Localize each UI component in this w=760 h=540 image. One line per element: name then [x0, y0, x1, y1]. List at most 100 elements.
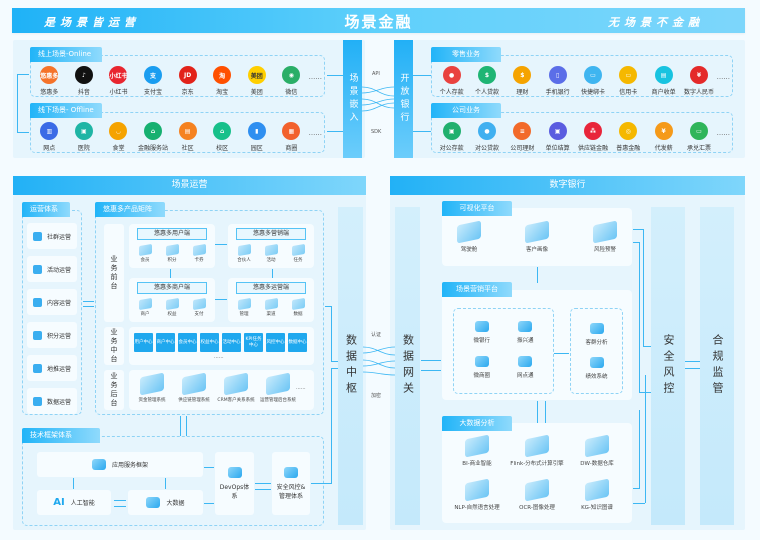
visual-platform-item[interactable]: 驾驶舱: [457, 220, 481, 253]
online-item[interactable]: 小红书小红书: [101, 66, 136, 96]
product-end-item[interactable]: 支付: [189, 297, 209, 317]
ops-item[interactable]: 社群运营: [27, 223, 77, 249]
online-item[interactable]: 美团美团: [239, 66, 274, 96]
network-icon: [146, 497, 161, 508]
retail-item[interactable]: ▭快捷绑卡: [575, 66, 610, 96]
bigdata-tool[interactable]: Flink-分布式计算引擎: [507, 434, 567, 467]
back-office-system[interactable]: 运营管理后台系统: [259, 372, 297, 403]
retail-item[interactable]: ¥数字人民币: [681, 66, 716, 96]
offline-item[interactable]: ▥网点: [32, 122, 67, 152]
bigdata-tool[interactable]: KG-知识图谱: [567, 478, 627, 511]
front-office-label: 业务前台: [104, 224, 124, 322]
retail-item[interactable]: $理财: [505, 66, 540, 96]
corporate-icon: ▣: [548, 122, 567, 140]
product-end-items: 合伙人活动任务: [234, 243, 308, 263]
connector-line: [17, 132, 29, 133]
corporate-item[interactable]: ⁂供应链金融: [575, 122, 610, 152]
ops-item[interactable]: 内容运营: [27, 289, 77, 315]
ops-item[interactable]: 地推运营: [27, 355, 77, 381]
risk-control-column: 安全风控: [651, 207, 685, 525]
retail-item[interactable]: ▭信用卡: [611, 66, 646, 96]
connector-line: [215, 244, 227, 245]
retail-item[interactable]: ▯手机银行: [540, 66, 575, 96]
product-end-item[interactable]: 权益: [162, 297, 182, 317]
back-office-system[interactable]: CRM客户关系系统: [217, 372, 255, 403]
product-end-item[interactable]: 会员: [135, 243, 155, 263]
online-icon: 淘: [213, 66, 232, 84]
marketing-app[interactable]: 微银行: [460, 321, 504, 346]
online-item[interactable]: ♪抖音: [67, 66, 102, 96]
online-item-label: 支付宝: [144, 89, 163, 96]
product-end-item[interactable]: 渠道: [261, 297, 281, 317]
product-end-item[interactable]: 任务: [288, 243, 308, 263]
corporate-item[interactable]: ▣单位结算: [540, 122, 575, 152]
visual-icon: [457, 220, 481, 244]
online-item[interactable]: ◉微信: [274, 66, 309, 96]
middle-office-center[interactable]: 权益中心: [200, 333, 219, 352]
connector-line: [17, 74, 29, 75]
corporate-item[interactable]: ¥代发薪: [646, 122, 681, 152]
marketing-analysis[interactable]: 绩效系统: [571, 356, 622, 380]
visual-item-label: 驾驶舱: [460, 247, 478, 253]
retail-item[interactable]: ●个人存款: [434, 66, 469, 96]
retail-item[interactable]: $个人贷款: [469, 66, 504, 96]
bigdata-tool[interactable]: BI-商业智能: [447, 434, 507, 467]
middle-office-center[interactable]: KPI任务中心: [244, 333, 263, 352]
middle-office-center[interactable]: 活动中心: [222, 333, 241, 352]
back-office-system[interactable]: 资金管理系统: [133, 372, 171, 403]
offline-box: [30, 112, 325, 153]
system-icon: [224, 372, 248, 396]
offline-item[interactable]: ◡食堂: [101, 122, 136, 152]
marketing-analysis[interactable]: 客群分析: [571, 322, 622, 346]
online-item[interactable]: 淘淘宝: [205, 66, 240, 96]
corporate-item-label: 代发薪: [654, 145, 673, 152]
connector-line: [685, 361, 700, 362]
middle-office-center[interactable]: 用户中心: [134, 333, 153, 352]
middle-office-center[interactable]: 数据中心: [288, 333, 307, 352]
offline-item[interactable]: ⌂金融服务站: [136, 122, 171, 152]
ops-item[interactable]: 积分运营: [27, 322, 77, 348]
offline-item[interactable]: ▣医院: [67, 122, 102, 152]
online-item[interactable]: 悠惠多悠惠多: [32, 66, 67, 96]
ops-item[interactable]: 活动运营: [27, 256, 77, 282]
marketing-app[interactable]: 振兴通: [504, 321, 548, 346]
product-end-item[interactable]: 卡券: [189, 243, 209, 263]
offline-item[interactable]: ⌂校区: [205, 122, 240, 152]
ops-icon: [32, 297, 42, 307]
offline-item[interactable]: ▮园区: [239, 122, 274, 152]
ops-icon: [32, 396, 42, 406]
visual-platform-item[interactable]: 客户画像: [525, 220, 549, 253]
middle-office-center[interactable]: 会员中心: [178, 333, 197, 352]
left-slogan: 是场景皆运营: [44, 16, 140, 29]
product-end-item[interactable]: 商户: [135, 297, 155, 317]
offline-item[interactable]: ▦商圈: [274, 122, 309, 152]
middle-office-center[interactable]: 风控中心: [266, 333, 285, 352]
middle-office-center[interactable]: 商户中心: [156, 333, 175, 352]
tool-icon: [585, 478, 609, 502]
corporate-item[interactable]: ≡公司理财: [505, 122, 540, 152]
ops-item[interactable]: 数据运营: [27, 388, 77, 414]
online-item[interactable]: 支支付宝: [136, 66, 171, 96]
product-end-item[interactable]: 管理: [234, 297, 254, 317]
retail-icon: ▯: [548, 66, 567, 84]
bigdata-tool[interactable]: DW-数据仓库: [567, 434, 627, 467]
corporate-item[interactable]: ▣对公存款: [434, 122, 469, 152]
marketing-app[interactable]: 网点通: [504, 356, 548, 381]
offline-item[interactable]: ▤社区: [170, 122, 205, 152]
corporate-item[interactable]: ●对公贷款: [469, 122, 504, 152]
product-end-item[interactable]: 合伙人: [234, 243, 254, 263]
retail-item[interactable]: ▤商户收单: [646, 66, 681, 96]
bigdata-tool[interactable]: OCR-图像处理: [507, 478, 567, 511]
corporate-item-label: 承兑汇票: [686, 145, 711, 152]
product-end-item[interactable]: 活动: [261, 243, 281, 263]
visual-platform-item[interactable]: 风险预警: [593, 220, 617, 253]
retail-item-label: 个人存款: [439, 89, 464, 96]
product-end-item[interactable]: 积分: [162, 243, 182, 263]
back-office-system[interactable]: 供应链管理系统: [175, 372, 213, 403]
bigdata-tool[interactable]: NLP-自然语言处理: [447, 478, 507, 511]
corporate-item[interactable]: ▭承兑汇票: [681, 122, 716, 152]
marketing-app[interactable]: 微商圈: [460, 356, 504, 381]
corporate-item[interactable]: ◎普惠金融: [611, 122, 646, 152]
product-end-item[interactable]: 数据: [288, 297, 308, 317]
